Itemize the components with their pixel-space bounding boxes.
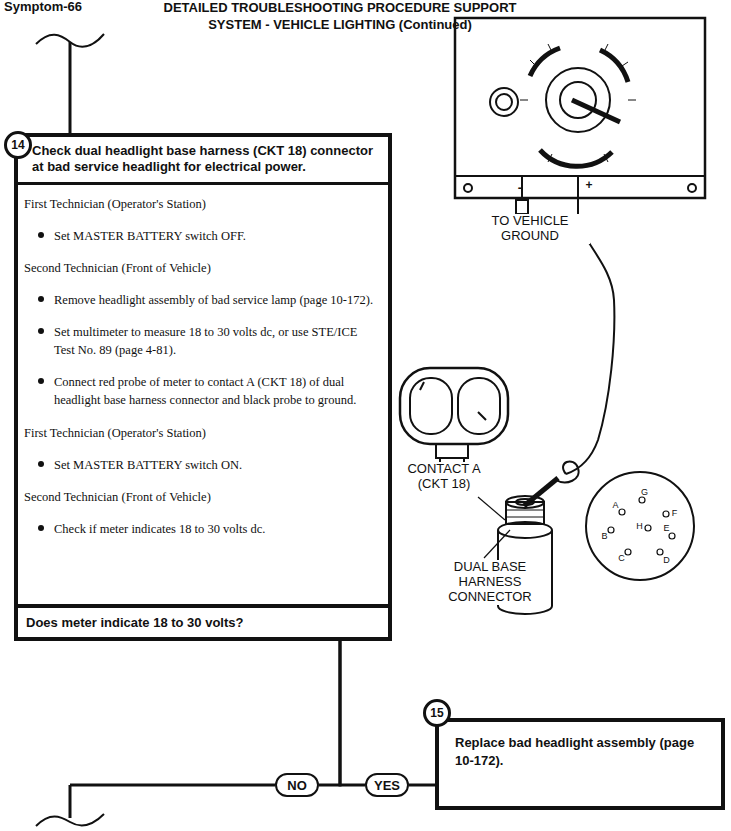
step-number-text: 15 [430, 705, 443, 721]
instruction: Remove headlight assembly of bad service… [24, 291, 380, 309]
flow-line [409, 784, 435, 787]
terminal-sign: - [515, 181, 525, 196]
step-number: 14 [4, 131, 32, 159]
page-title: DETAILED TROUBLESHOOTING PROCEDURE SUPPO… [160, 0, 520, 34]
wire-label: TO VEHICLE GROUND [470, 214, 590, 244]
symptom-number: Symptom-66 [4, 0, 114, 15]
pin-name: A [611, 500, 620, 510]
role-heading: First Technician (Operator's Station) [24, 424, 380, 442]
role-heading: Second Technician (Front of Vehicle) [24, 488, 380, 506]
pin-name: D [662, 555, 671, 565]
pin-name: C [617, 553, 626, 563]
flow-line [340, 637, 365, 785]
pin-name: H [635, 521, 644, 531]
pin-name: B [600, 531, 609, 541]
step-body: First Technician (Operator's Station) Set… [18, 185, 388, 605]
instruction: Set multimeter to measure 18 to 30 volts… [24, 323, 380, 359]
step-number: 15 [423, 699, 451, 727]
callout-label: DUAL BASE HARNESS CONNECTOR [438, 560, 542, 605]
question-text: Does meter indicate 18 to 30 volts? [26, 615, 380, 630]
answer-oval: YES [365, 773, 409, 797]
answer-text: NO [287, 778, 307, 793]
step-heading: Check dual headlight base harness (CKT 1… [18, 137, 388, 185]
instruction: Connect red probe of meter to contact A … [24, 373, 380, 409]
instruction: Check if meter indicates 18 to 30 volts … [24, 520, 380, 538]
flow-line [319, 637, 340, 785]
step-number-text: 14 [11, 138, 24, 152]
answer-text: YES [374, 778, 400, 793]
action-text: Replace bad headlight assembly (page 10-… [455, 734, 711, 769]
action-box: Replace bad headlight assembly (page 10-… [435, 718, 725, 810]
procedure-box: Check dual headlight base harness (CKT 1… [14, 133, 392, 641]
instruction: Set MASTER BATTERY switch OFF. [24, 227, 380, 245]
pin-name: E [662, 523, 671, 533]
terminal-sign: + [583, 179, 595, 193]
pin-name: F [670, 508, 679, 518]
role-heading: Second Technician (Front of Vehicle) [24, 259, 380, 277]
pin-name: G [640, 487, 649, 497]
answer-oval: NO [275, 773, 319, 797]
question-box: Does meter indicate 18 to 30 volts? [18, 604, 388, 637]
callout-label: CONTACT A (CKT 18) [404, 462, 484, 492]
instruction: Set MASTER BATTERY switch ON. [24, 456, 380, 474]
role-heading: First Technician (Operator's Station) [24, 195, 380, 213]
